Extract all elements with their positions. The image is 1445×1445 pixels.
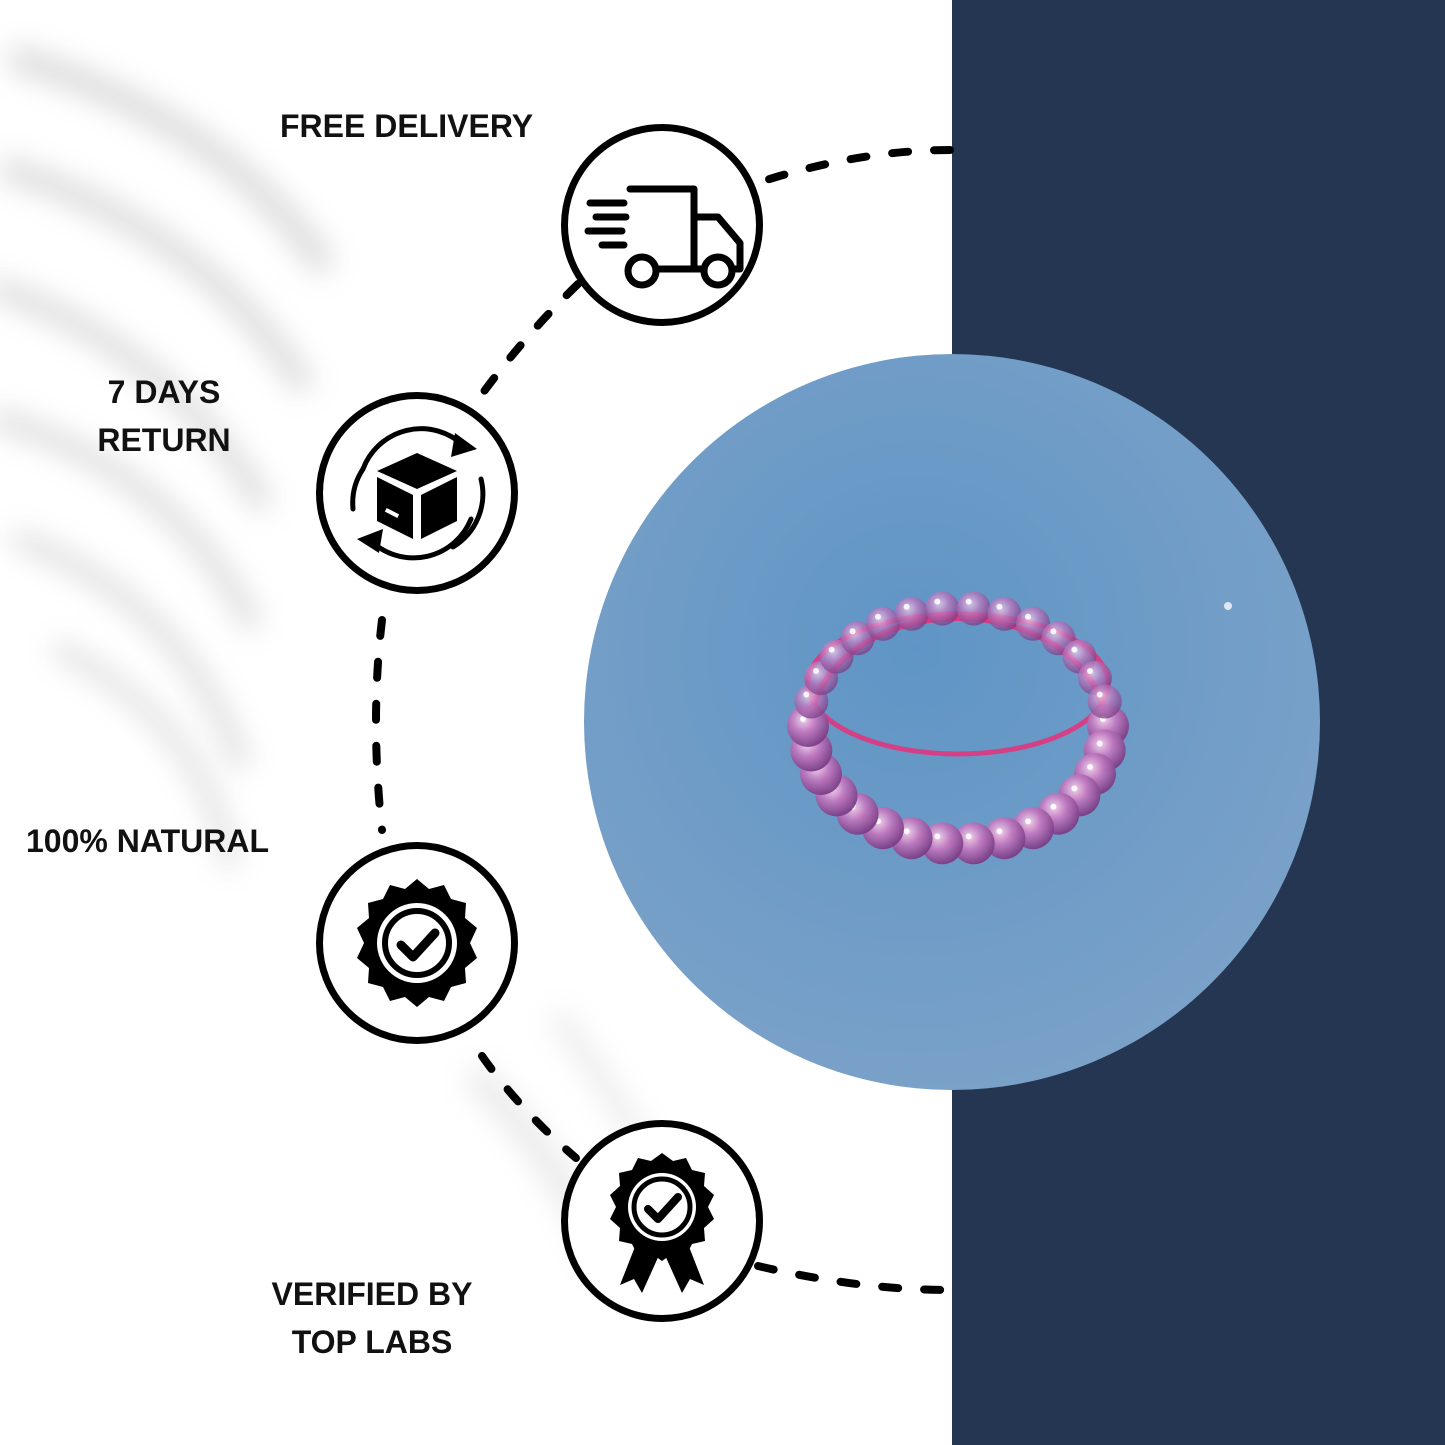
bead-highlight (1096, 691, 1103, 698)
natural-label: 100% NATURAL (26, 823, 269, 859)
bracelet-bead (925, 591, 960, 626)
award-ribbon-icon (610, 1153, 714, 1293)
bead-highlight (1025, 818, 1031, 825)
bracelet-bead (987, 596, 1022, 631)
bead-highlight (1087, 764, 1093, 770)
bead-highlight (875, 613, 881, 620)
bracelet-bead (1016, 606, 1050, 641)
box-return-icon (350, 426, 486, 561)
verified-label: VERIFIED BY TOP LABS (271, 1276, 473, 1360)
free-delivery-badge (561, 124, 763, 326)
bead-highlight (996, 603, 1003, 610)
bead-highlight (1025, 613, 1031, 620)
bracelet-bead (956, 591, 991, 626)
bead-highlight (1050, 803, 1057, 810)
bracelet-bead (952, 822, 995, 865)
bead-highlight (903, 603, 910, 610)
return-label: 7 DAYS RETURN (97, 374, 231, 458)
bead-highlight (1087, 668, 1093, 674)
bead-highlight (1050, 628, 1057, 635)
product-photo (584, 354, 1320, 1090)
bead-highlight (1071, 646, 1078, 653)
bead-highlight (849, 628, 856, 635)
bracelet-bead (840, 621, 875, 656)
free-delivery-label: FREE DELIVERY (280, 108, 534, 144)
bead-bracelet-image (584, 354, 1320, 1090)
check-seal-icon (357, 879, 477, 1007)
bead-highlight (828, 646, 835, 653)
bead-highlight (996, 828, 1003, 835)
bead-highlight (803, 691, 810, 698)
bead-highlight (813, 668, 819, 674)
bracelet-bead (866, 606, 900, 641)
bead-highlight (1071, 785, 1078, 792)
bracelet-bead (894, 596, 929, 631)
verified-badge (561, 1120, 763, 1322)
bead-highlight (934, 833, 941, 840)
bead-highlight (934, 598, 941, 605)
bead-highlight (965, 598, 972, 605)
bracelet-bead (1087, 684, 1122, 719)
natural-badge (316, 842, 518, 1044)
delivery-truck-icon (584, 185, 744, 289)
bead-highlight (965, 833, 972, 840)
return-badge (316, 392, 518, 594)
bead-highlight (1096, 740, 1103, 747)
bead-highlight (800, 716, 806, 722)
bead-highlight (903, 828, 910, 835)
